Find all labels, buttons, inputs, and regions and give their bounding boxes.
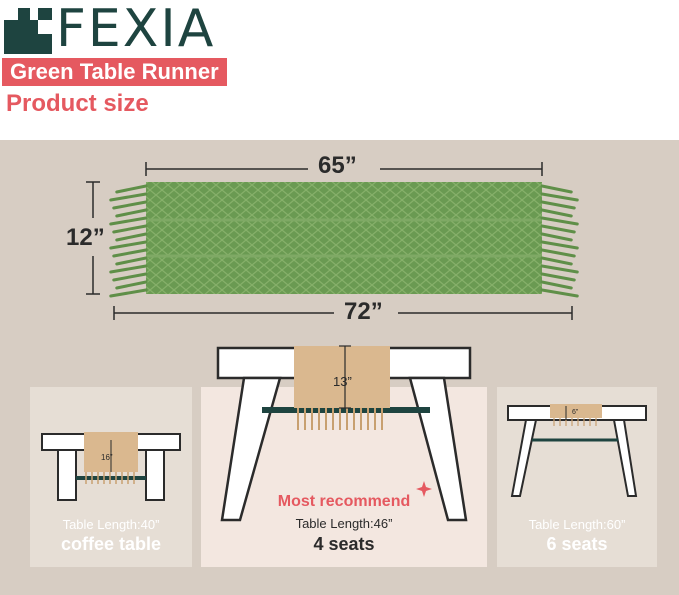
coffee-table-drop-label: 16” <box>101 453 113 462</box>
coffee-table-card <box>30 387 192 567</box>
six-seat-length: Table Length:60” <box>528 517 626 532</box>
most-recommend-tag: Most recommend <box>277 493 411 510</box>
section-title: Product size <box>6 90 149 117</box>
runner-length-label: 72” <box>344 298 383 325</box>
runner-width-label: 65” <box>318 152 357 179</box>
runner-height-dimension <box>86 181 100 295</box>
sparkle-icon <box>416 481 432 497</box>
four-seat-drop-label: 13” <box>333 374 352 389</box>
four-seat-type: 4 seats <box>313 534 375 554</box>
runner-height-label: 12” <box>66 224 105 251</box>
brand-logo: FEXIA <box>4 2 254 56</box>
six-seat-type: 6 seats <box>546 534 608 554</box>
four-seat-table-card <box>201 345 487 567</box>
four-seat-length: Table Length:46” <box>295 516 393 531</box>
table-runner-image <box>109 182 579 298</box>
coffee-table-length: Table Length:40” <box>62 517 160 532</box>
product-badge: Green Table Runner <box>2 58 227 86</box>
logo-mark-icon <box>4 8 52 54</box>
coffee-table-type: coffee table <box>60 534 162 554</box>
six-seat-drop-label: 6” <box>572 409 579 416</box>
runner-width-dimension <box>145 162 543 176</box>
brand-name: FEXIA <box>56 0 216 59</box>
runner-length-dimension <box>113 306 573 320</box>
six-seat-table-card <box>497 387 657 567</box>
